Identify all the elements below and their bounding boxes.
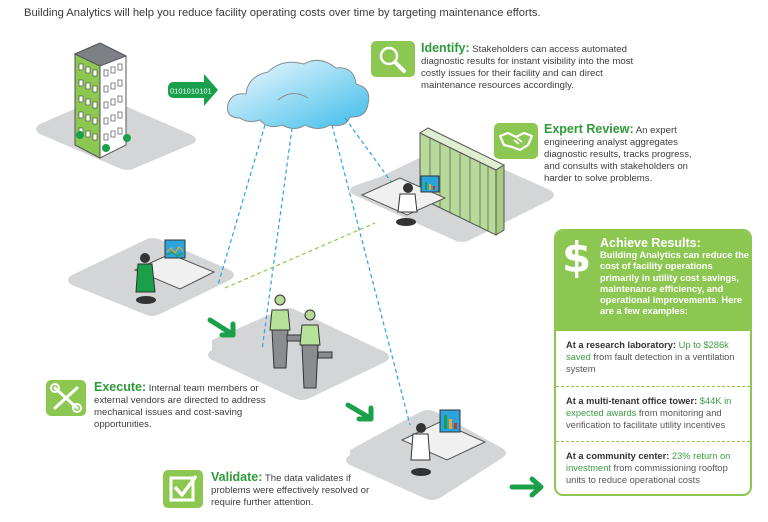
- validate-text: The data validates if problems were effe…: [211, 473, 370, 508]
- example-lead: At a research laboratory:: [566, 340, 677, 350]
- example-highlight: $44K in expected awards: [566, 396, 732, 418]
- example-rest: from commissioning rooftop units to redu…: [566, 463, 728, 485]
- achieve-results-header: $ Achieve Results: Building Analytics ca…: [556, 231, 750, 331]
- binary-text: 0101010101: [170, 87, 212, 96]
- dollar-icon: $: [562, 233, 592, 282]
- example-rest: from fault detection in a ventilation sy…: [566, 352, 735, 374]
- expert-review-text: An expert engineering analyst aggregates…: [544, 125, 692, 184]
- technicians-illustration: [269, 294, 333, 389]
- example-lead: At a community center:: [566, 451, 670, 461]
- building-illustration: [73, 42, 131, 159]
- validate-step: Validate: The data validates if problems…: [211, 471, 391, 509]
- achieve-results-body: Building Analytics can reduce the cost o…: [600, 250, 749, 317]
- validator-desk-illustration: [400, 409, 487, 476]
- expert-review-title: Expert Review:: [544, 122, 634, 136]
- expert-review-icon-box: [494, 123, 538, 159]
- example-rest: from monitoring and verification to faci…: [566, 408, 726, 430]
- achieve-results-panel: $ Achieve Results: Building Analytics ca…: [554, 229, 752, 496]
- example-research-lab: At a research laboratory: Up to $286k sa…: [556, 331, 750, 386]
- cloud-icon: [227, 59, 370, 129]
- achieve-results-title: Achieve Results:: [600, 236, 701, 250]
- flow-arrows: [207, 317, 544, 498]
- identify-step: Identify: Stakeholders can access automa…: [421, 42, 651, 92]
- identify-title: Identify:: [421, 41, 470, 55]
- validate-title: Validate:: [211, 470, 263, 484]
- identify-text: Stakeholders can access automated diagno…: [421, 44, 634, 91]
- data-arrow-icon: 0101010101: [168, 74, 218, 106]
- magnifier-icon: [379, 46, 406, 73]
- example-highlight: 23% return on investment: [566, 451, 731, 473]
- technicians-platform: [208, 308, 389, 400]
- validate-icon-box: [163, 470, 203, 508]
- intro-text: Building Analytics will help you reduce …: [24, 7, 541, 19]
- example-highlight: Up to $286k saved: [566, 340, 729, 362]
- server-lockers-illustration: [418, 127, 506, 236]
- expert-review-step: Expert Review: An expert engineering ana…: [544, 123, 704, 185]
- review-connector: [224, 222, 376, 289]
- arrow-to-execute-icon: [207, 317, 236, 338]
- identify-icon-box: [371, 41, 415, 77]
- operator-desk-illustration: [133, 239, 216, 304]
- arrow-to-results-icon: [509, 476, 544, 498]
- execute-title: Execute:: [94, 380, 147, 394]
- checkbox-icon: [169, 474, 198, 502]
- expert-desk-illustration: [360, 175, 447, 226]
- execute-step: Execute: Internal team members or extern…: [94, 381, 274, 431]
- execute-icon-box: [46, 380, 86, 416]
- cloud-connectors: [217, 117, 411, 426]
- tools-icon: [50, 383, 82, 413]
- example-lead: At a multi-tenant office tower:: [566, 396, 698, 406]
- example-community-center: At a community center: 23% return on inv…: [556, 441, 750, 494]
- example-office-tower: At a multi-tenant office tower: $44K in …: [556, 386, 750, 441]
- handshake-icon: [498, 131, 534, 152]
- arrow-to-validate-icon: [345, 402, 374, 422]
- execute-text: Internal team members or external vendor…: [94, 383, 266, 430]
